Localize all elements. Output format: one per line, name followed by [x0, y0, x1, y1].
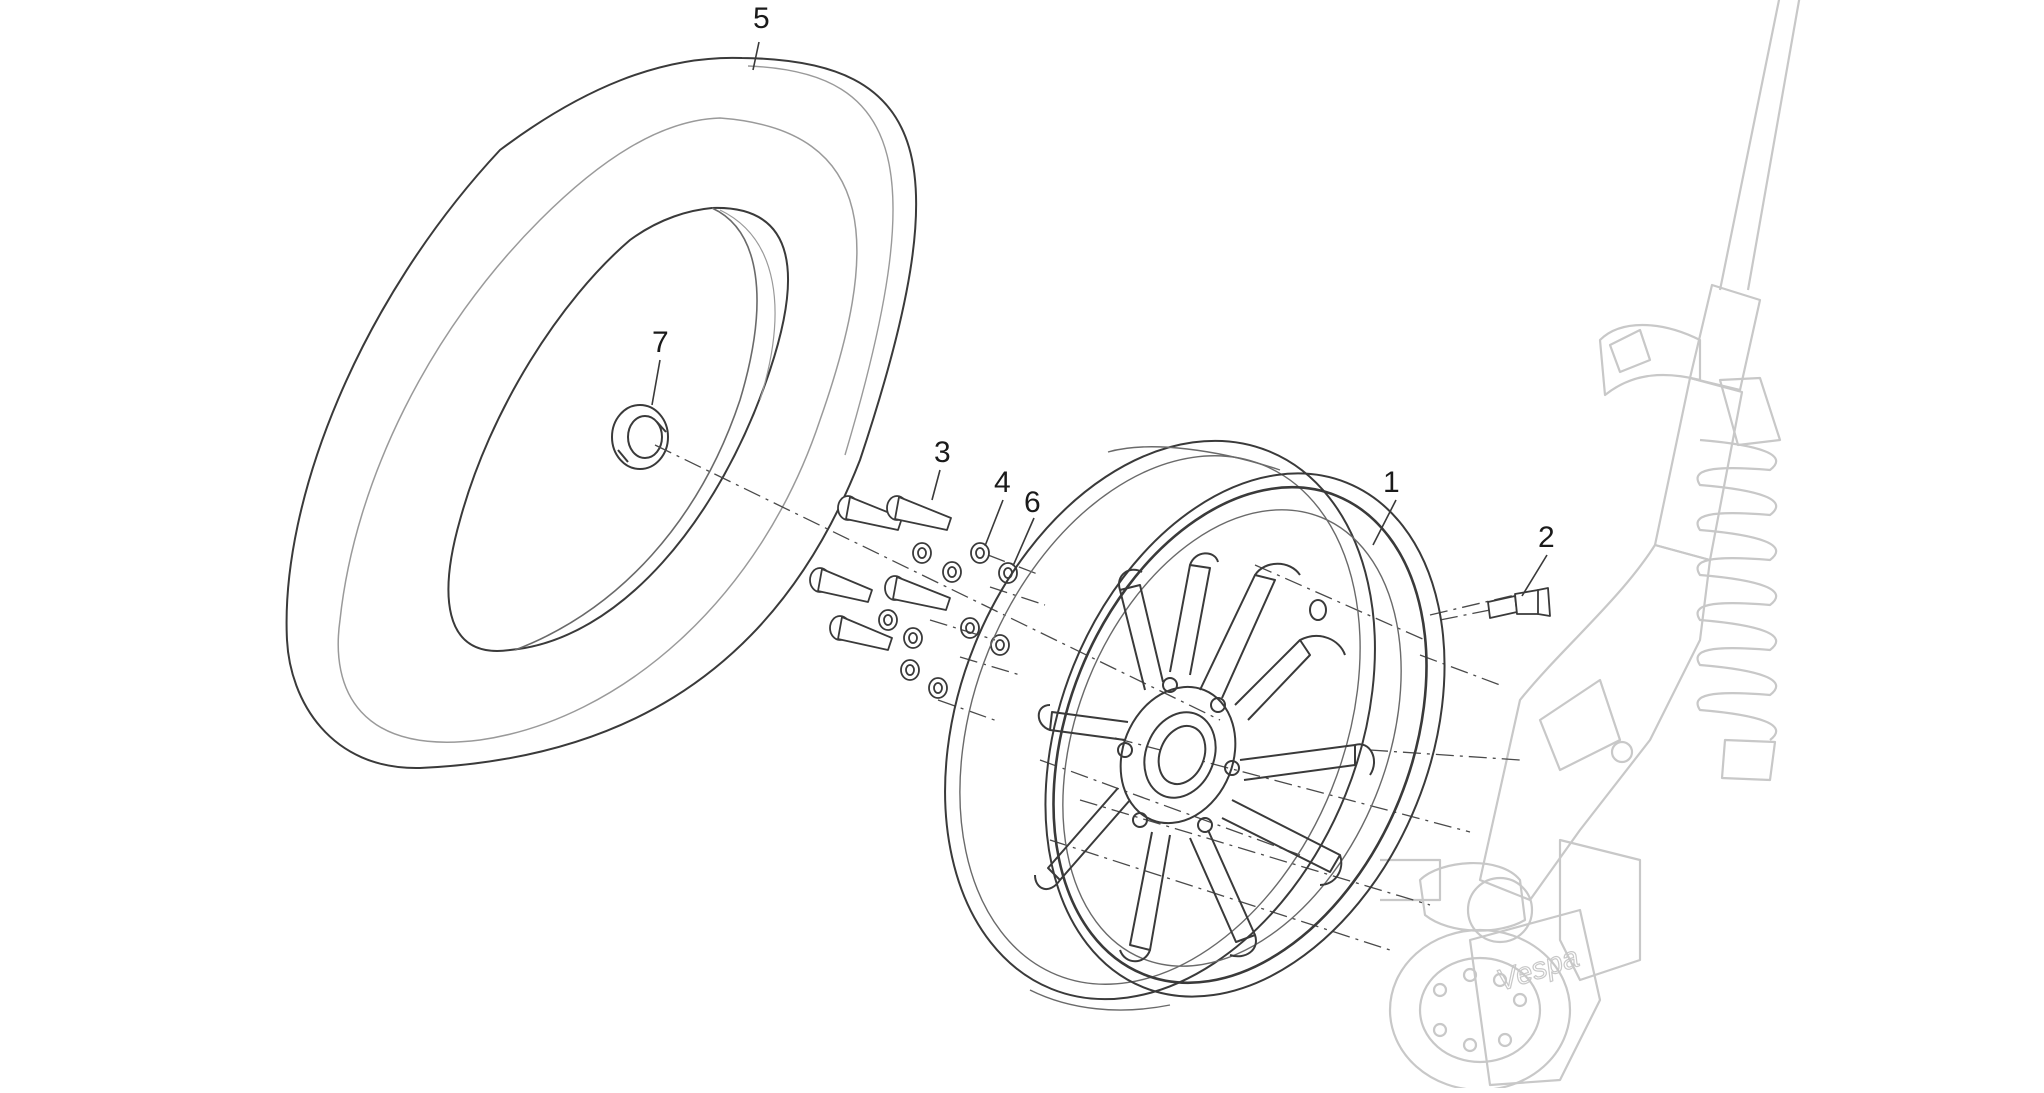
callout-3: 3 — [934, 436, 951, 469]
callout-labels: 1 2 3 4 5 6 7 — [652, 2, 1555, 554]
callout-2: 2 — [1538, 521, 1555, 554]
washer — [960, 617, 980, 639]
washer — [878, 609, 898, 631]
callout-4: 4 — [994, 466, 1011, 499]
tire — [285, 56, 918, 770]
assembly-axis-lines — [654, 444, 1521, 951]
callout-6: 6 — [1024, 486, 1041, 519]
washer — [970, 542, 990, 564]
washer — [912, 542, 932, 564]
leader-lines — [651, 41, 1548, 597]
leader-line-5 — [752, 41, 760, 71]
washer — [900, 659, 920, 681]
bolt — [837, 495, 903, 531]
bolt — [884, 575, 951, 611]
washer — [942, 561, 962, 583]
washers — [878, 542, 1018, 699]
spacer-bushing — [611, 404, 669, 470]
bolt — [829, 615, 893, 651]
leader-line-2 — [1521, 554, 1548, 597]
bolts — [809, 495, 952, 651]
leader-line-3 — [931, 469, 941, 501]
leader-line-1 — [1372, 499, 1397, 546]
bolt — [886, 495, 952, 531]
leader-line-4 — [984, 499, 1004, 547]
callout-7: 7 — [652, 326, 669, 359]
callout-5: 5 — [753, 2, 770, 35]
leader-line-7 — [651, 359, 661, 406]
wheel-rim — [944, 439, 1446, 1011]
front-fork-assembly: Vespa — [1380, 0, 1801, 1092]
callout-1: 1 — [1383, 466, 1400, 499]
tire-valve — [1487, 587, 1551, 619]
bolt — [809, 567, 873, 603]
washer — [903, 627, 923, 649]
leader-line-6 — [1012, 517, 1035, 567]
washer — [928, 677, 948, 699]
